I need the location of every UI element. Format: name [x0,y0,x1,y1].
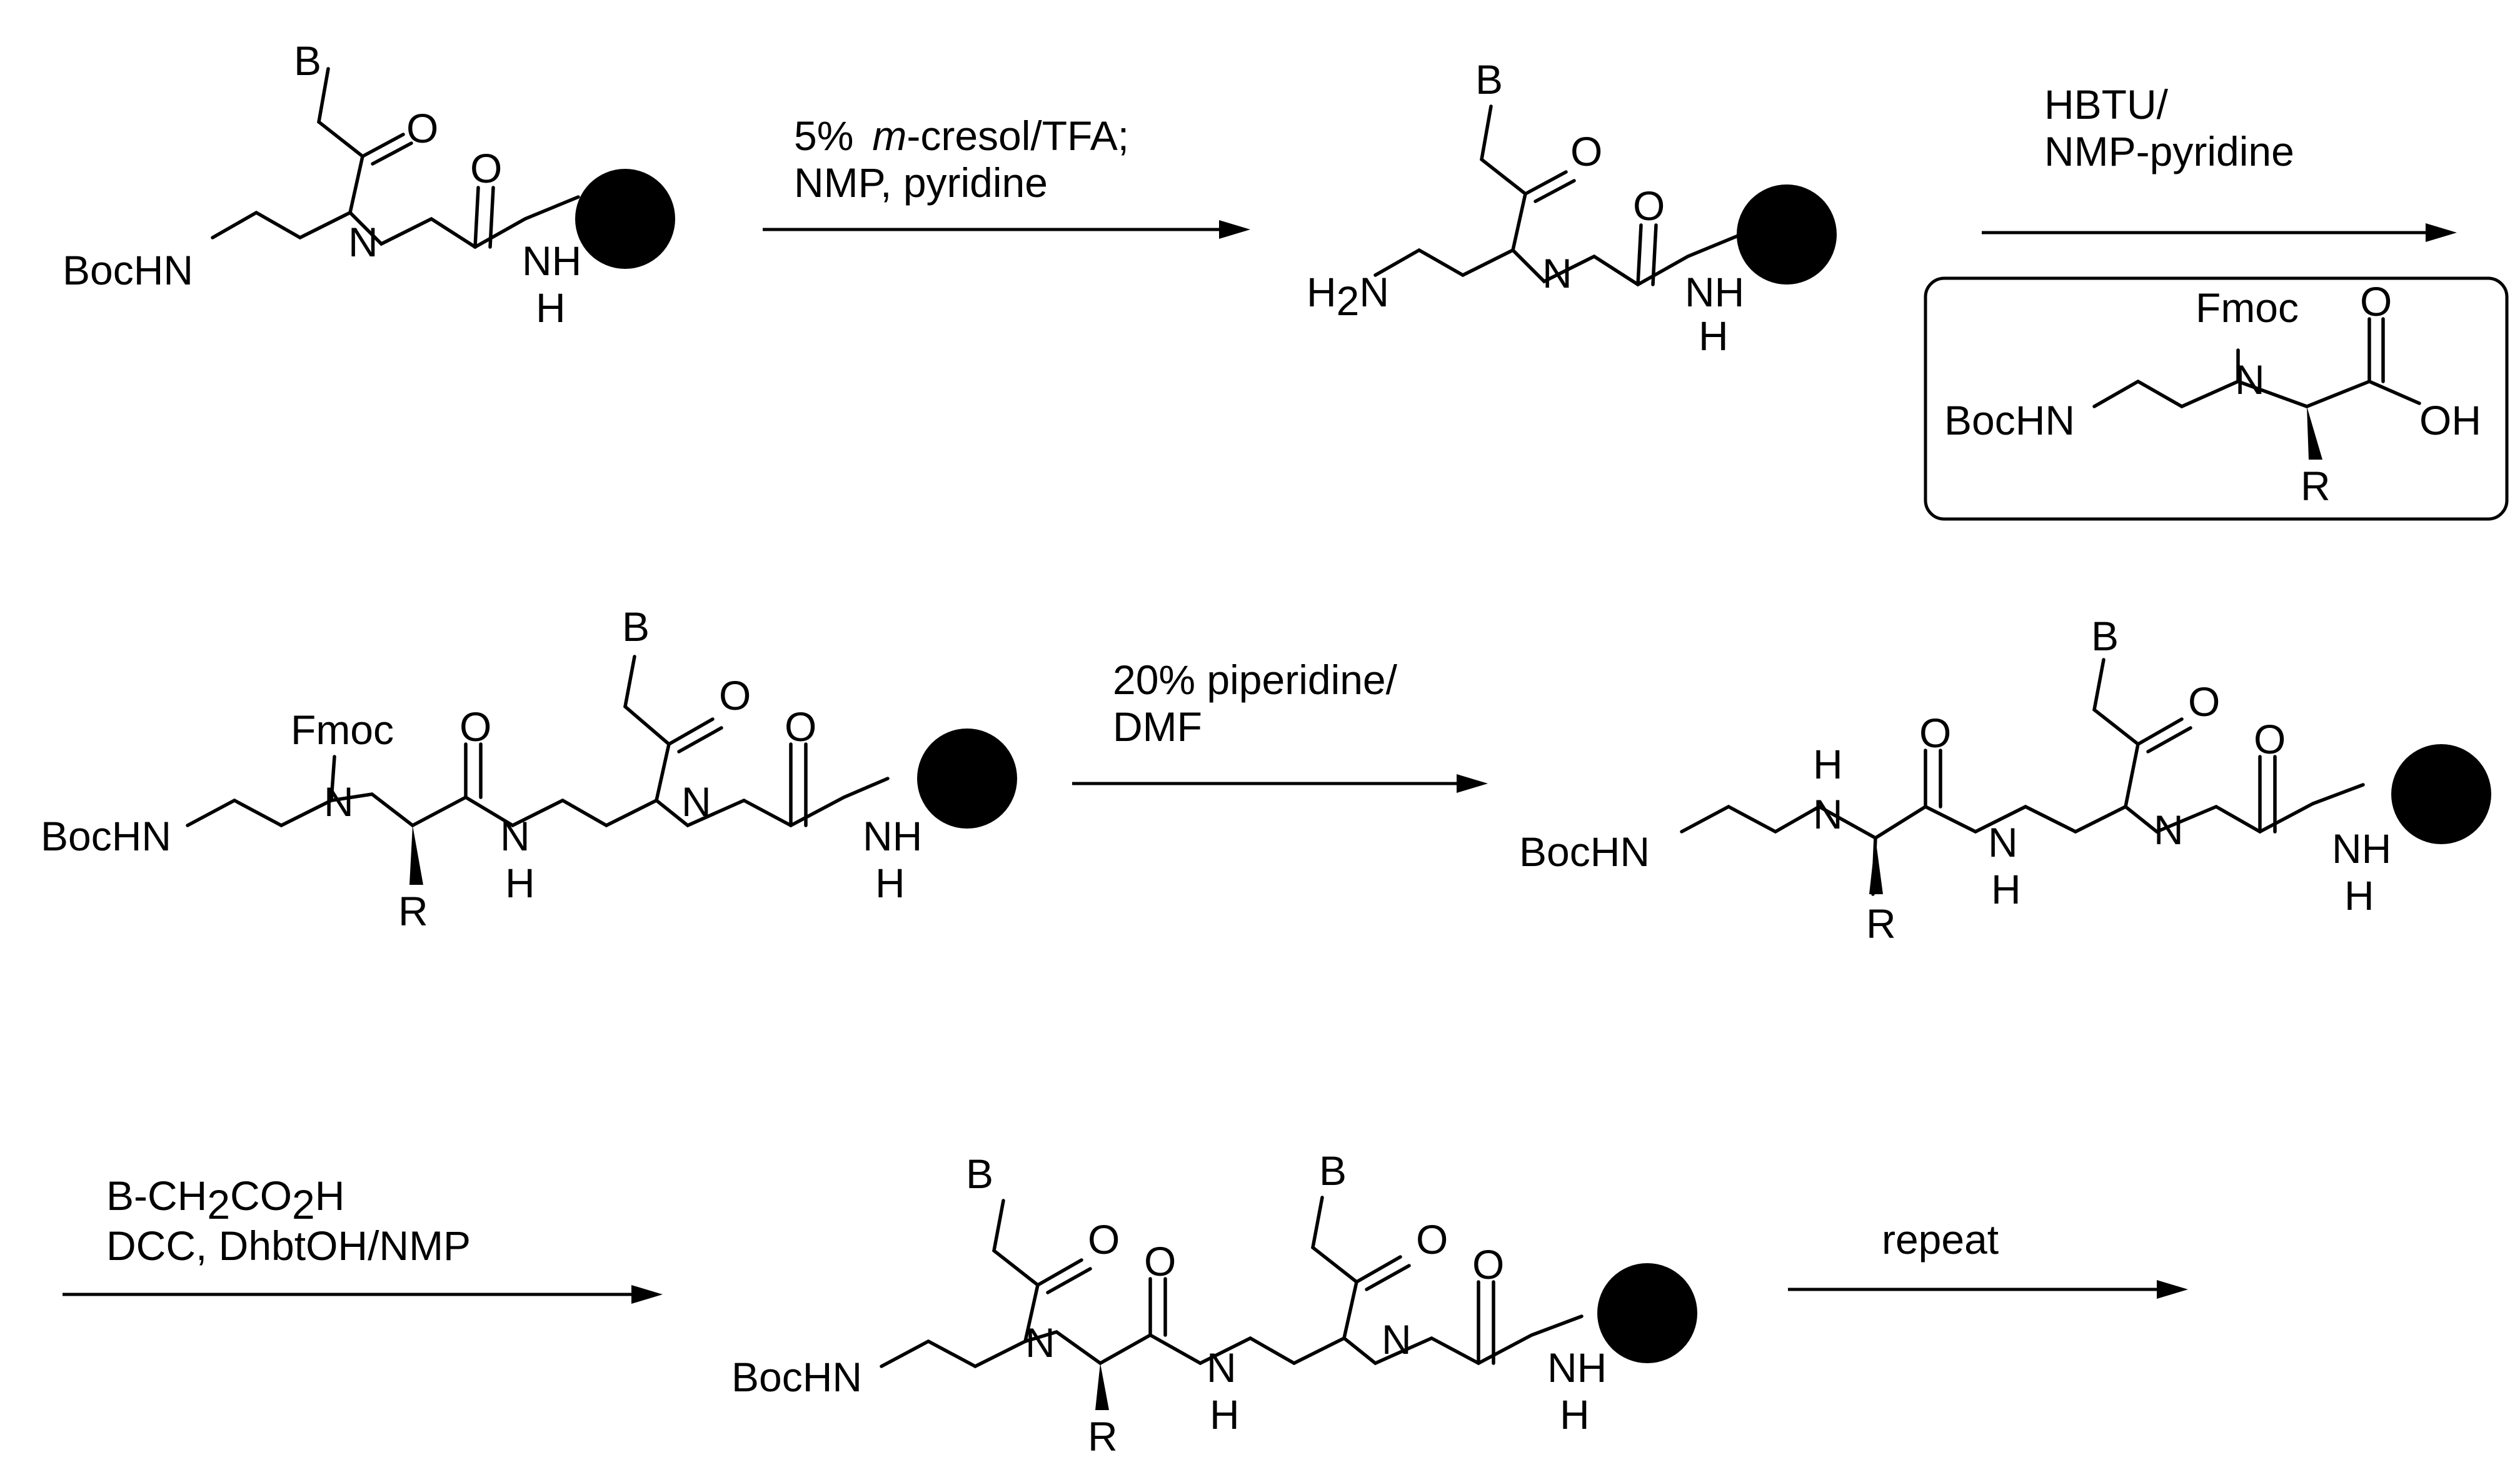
label-nh: NH [2332,825,2391,872]
label-r: R [398,888,428,934]
condition-step3-line1: 20% piperidine/ [1113,657,1398,703]
label-bochn: BocHN [63,247,193,293]
condition-step4-line2: DCC, DhbtOH/NMP [106,1223,471,1269]
label-r: R [1866,900,1896,947]
condition-step2-line1: HBTU/ [2044,81,2169,128]
label-b: B [622,603,650,650]
label-r: R [1088,1413,1118,1457]
label-n: N [1813,791,1843,837]
resin-bead [2391,744,2491,844]
label-bochn: BocHN [1519,829,1650,875]
resin-bead [575,169,675,269]
label-nh: NH [863,813,922,859]
label-o: O [2360,278,2392,325]
compound-2-free-amine-resin: B O O N NH H H2N [1307,56,1837,359]
stereo-wedge [2307,406,2322,460]
label-n: N [1382,1316,1412,1363]
label-o: O [1919,710,1951,756]
label-b: B [1475,56,1503,103]
label-n: N [681,779,711,825]
label-o: O [1633,183,1665,229]
condition-step5-line1: repeat [1882,1216,1999,1263]
label-o: O [1570,128,1602,174]
label-fmoc: Fmoc [2196,285,2299,331]
label-nh: NH [1547,1344,1607,1391]
label-fmoc: Fmoc [291,707,394,753]
condition-step2-line2: NMP-pyridine [2044,128,2294,174]
label-o: O [1416,1216,1448,1263]
label-bochn: BocHN [731,1354,862,1400]
label-o: O [470,145,502,191]
label-h: H [505,860,535,906]
compound-1-boc-aeg-resin: B O O N NH H BocHN [63,38,675,331]
condition-step1-line2: NMP, pyridine [794,159,1048,206]
label-h: H [1210,1391,1240,1438]
reaction-arrow-step-1: 5%m-cresol/TFA; NMP, pyridine [763,113,1250,239]
label-b: B [1319,1147,1347,1194]
label-nh: NH [522,238,581,284]
label-r: R [2301,463,2331,509]
compound-3-fmoc-dimer-resin: Fmoc N BocHN O N H R B O N O NH H [41,603,1017,934]
label-o: O [2254,716,2286,762]
resin-bead [917,728,1017,829]
label-b: B [294,38,321,84]
label-n: N [1542,250,1572,296]
label-h: H [536,285,566,331]
label-n: N [2235,356,2265,403]
label-bochn: BocHN [1944,397,2075,443]
reaction-arrow-step-5: repeat [1788,1216,2188,1299]
label-o: O [406,105,438,151]
label-oh: OH [2419,397,2481,443]
compound-4-deprotected-dimer-resin: BocHN H N R O N H B O N O NH H [1519,613,2491,947]
label-h: H [1991,866,2021,912]
label-nh: N [500,813,530,859]
label-n: N [2154,807,2184,853]
label-o: O [2188,678,2220,725]
label-n: N [348,219,378,265]
label-n: N [324,779,354,825]
label-o: O [785,703,816,750]
label-o: O [1088,1216,1120,1263]
label-nh: NH [1685,269,1744,315]
label-bochn: BocHN [41,813,171,859]
label-o: O [1472,1241,1504,1288]
condition-step4-line1: B-CH2CO2H [106,1172,344,1228]
label-nh: N [1988,819,2018,865]
stereo-wedge [1869,838,1883,894]
label-h: H [2344,872,2374,919]
label-b: B [966,1151,993,1197]
label-o: O [1144,1238,1176,1284]
stereo-wedge [409,825,423,885]
reaction-arrow-step-2: HBTU/ NMP-pyridine [1982,81,2457,242]
label-h: H [1699,313,1729,359]
reaction-arrow-step-3: 20% piperidine/ DMF [1072,657,1488,793]
label-h: H [1813,741,1843,787]
label-o: O [719,672,751,718]
label-b: B [2091,613,2119,659]
stereo-wedge [1095,1363,1109,1410]
compound-5-bis-base-dimer-resin: BocHN B O N O R N H B O N O NH H [731,1147,1697,1457]
label-nh: N [1207,1344,1237,1391]
label-n: N [1025,1319,1055,1366]
label-h: H [1560,1391,1590,1438]
label-h2n: H2N [1307,269,1389,324]
condition-step1-line1: 5%m-cresol/TFA; [794,113,1129,159]
label-o: O [459,703,491,750]
label-h: H [875,860,905,906]
resin-bead [1597,1263,1697,1363]
resin-bead [1737,184,1837,285]
condition-step3-line2: DMF [1113,703,1202,750]
reagent-box-fmoc-monomer: Fmoc N BocHN O OH R [1924,276,2509,521]
reaction-arrow-step-4: B-CH2CO2H DCC, DhbtOH/NMP [63,1172,663,1304]
